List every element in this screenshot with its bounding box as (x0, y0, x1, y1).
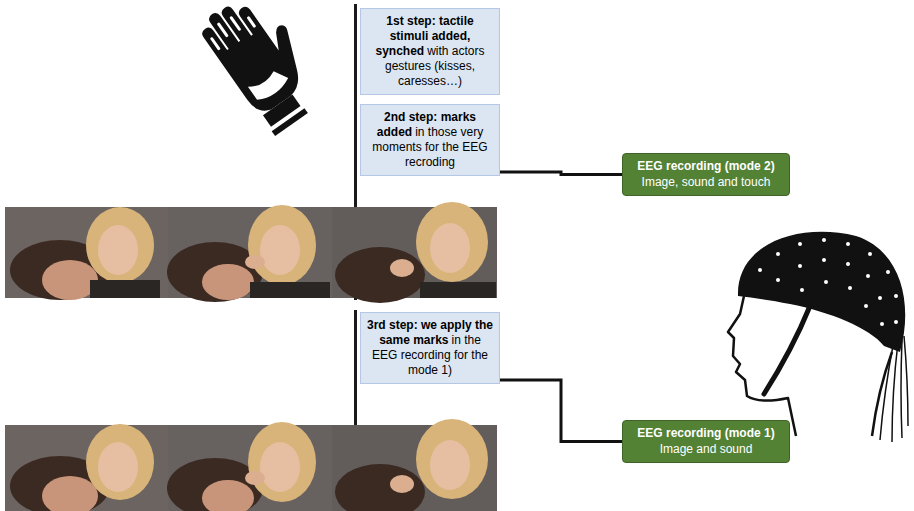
eeg-head (728, 232, 908, 442)
eeg-box: EEG recording (mode 1)Image and sound (622, 420, 790, 463)
step-box: 3rd step: we apply the same marksin the … (360, 312, 500, 384)
step-heading: EEG recording (mode 1) (629, 426, 783, 442)
connector-line (500, 380, 622, 442)
step-text: Image, sound and touch (629, 175, 783, 191)
connector-line (500, 172, 622, 175)
step-heading: EEG recording (mode 2) (629, 159, 783, 175)
eeg-box: EEG recording (mode 2)Image, sound and t… (622, 153, 790, 196)
glove-icon (195, 0, 333, 137)
video-frames (5, 419, 497, 511)
step-box: 1st step: tactile stimuli added, synched… (360, 8, 500, 95)
step-box: 2nd step: marks addedin those very momen… (360, 104, 500, 176)
video-frames (5, 202, 497, 303)
step-text: Image and sound (629, 442, 783, 458)
